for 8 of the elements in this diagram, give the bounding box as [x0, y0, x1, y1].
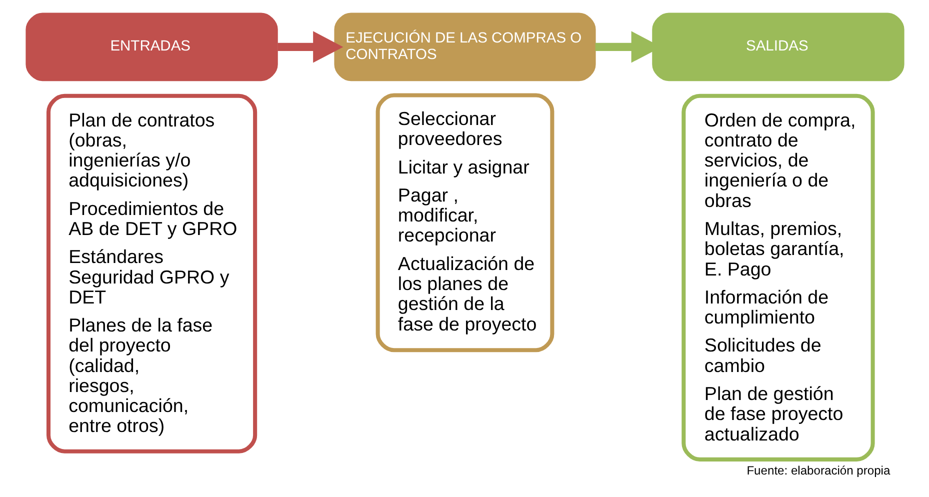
node-box: SALIDAS: [652, 12, 904, 82]
node-box: Plan de contratos (obras, ingenierías y/o adquisiciones) Procedimientos de AB de DET y GPRO Estándares Seguridad GPRO y DET Planes de la fase del proyecto (calidad, riesgos, comunicación, entre otros): [46, 94, 257, 454]
node-box: EJECUCIÓN DE LAS COMPRAS O CONTRATOS: [334, 12, 596, 82]
node-box: ENTRADAS: [25, 12, 278, 82]
arrow: [277, 31, 343, 63]
node-box: Seleccionar proveedores Licitar y asignar Pagar , modificar, recepcionar Actualización de los planes de gestión de la fase de proyecto: [375, 93, 554, 352]
node-box: Orden de compra, contrato de servicios, de ingeniería o de obras Multas, premios, boletas garantía, E. Pago Información de cumplimiento Solicitudes de cambio Plan de gestión de fase proyecto actualizado: [681, 94, 874, 462]
caption: Fuente: elaboración propia: [746, 463, 890, 478]
